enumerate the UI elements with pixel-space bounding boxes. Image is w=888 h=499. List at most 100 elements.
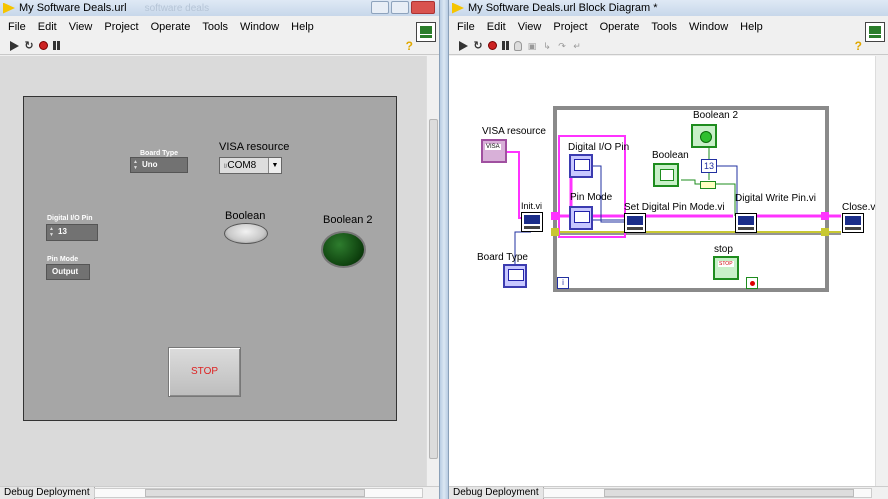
boolean2-terminal[interactable] (691, 124, 717, 148)
step-out-icon[interactable]: ↵ (573, 40, 581, 51)
front-hscroll-thumb[interactable] (145, 489, 365, 497)
pause-icon[interactable] (53, 41, 60, 50)
run-continuously-icon[interactable]: ↻ (473, 39, 483, 52)
diagram-help-icon[interactable]: ? (854, 39, 862, 53)
close-window-button[interactable] (411, 1, 435, 14)
labview-app-icon (3, 2, 15, 14)
bool-to-int-node[interactable] (700, 181, 716, 189)
diagram-horizontal-scrollbar[interactable] (543, 488, 872, 498)
menu-project[interactable]: Project (553, 21, 588, 33)
visa-resource-bd-label: VISA resource (482, 126, 546, 137)
run-arrow-icon[interactable] (10, 40, 19, 51)
menu-window[interactable]: Window (240, 21, 280, 33)
digital-write-pin-vi-node[interactable] (735, 213, 757, 233)
menu-view[interactable]: View (68, 21, 93, 33)
menu-file[interactable]: File (8, 21, 26, 33)
diagram-connector-pane-icon[interactable] (865, 22, 885, 42)
boolean2-label: Boolean 2 (323, 214, 373, 226)
block-diagram-canvas: i VISA resource Board Type Init.vi Digit… (449, 56, 878, 486)
menu-tools[interactable]: Tools (651, 21, 678, 33)
visa-prefix: I/ (224, 164, 228, 170)
loop-condition-terminal[interactable] (746, 277, 758, 289)
menu-operate[interactable]: Operate (150, 21, 191, 33)
retain-wire-values-icon[interactable]: ▣ (527, 40, 537, 51)
boolean-button[interactable] (224, 223, 268, 244)
selection-highlight (558, 135, 626, 238)
abort-icon[interactable] (39, 41, 48, 50)
init-vi-label: Init.vi (521, 201, 543, 211)
menu-edit[interactable]: Edit (486, 21, 506, 33)
front-scroll-thumb[interactable] (429, 119, 438, 459)
menu-edit[interactable]: Edit (37, 21, 57, 33)
menu-help[interactable]: Help (740, 21, 763, 33)
menu-window[interactable]: Window (689, 21, 729, 33)
pin-mode-ring[interactable]: Output (46, 264, 90, 280)
abort-icon[interactable] (488, 41, 497, 50)
visa-loop-tunnel-out[interactable] (821, 212, 829, 220)
pin-mode-terminal[interactable] (569, 206, 593, 230)
digital-io-pin-label: Digital I/O Pin (47, 215, 93, 222)
stop-button[interactable]: STOP (168, 347, 241, 397)
front-debug-tab[interactable]: Debug Deployment (0, 487, 95, 499)
board-type-label: Board Type (140, 150, 178, 157)
pin-mode-label: Pin Mode (47, 256, 79, 263)
front-horizontal-scrollbar[interactable] (94, 488, 423, 498)
wire-const-13[interactable] (717, 165, 738, 216)
digital-io-pin-bd-label: Digital I/O Pin (568, 142, 630, 153)
minimize-button[interactable] (371, 1, 389, 14)
front-window-title: My Software Deals.url (19, 2, 127, 14)
boolean-terminal[interactable] (653, 163, 679, 187)
wire-board-type[interactable] (514, 231, 531, 266)
step-over-icon[interactable]: ↷ (558, 40, 566, 51)
dropdown-arrow-icon[interactable]: ▼ (268, 158, 281, 173)
wire-digital-pin[interactable] (593, 165, 625, 223)
diagram-vertical-scrollbar[interactable] (875, 56, 888, 486)
run-arrow-icon[interactable] (459, 40, 468, 51)
boolean-bd-label: Boolean (652, 150, 689, 161)
while-loop-structure[interactable] (553, 106, 829, 292)
help-icon[interactable]: ? (405, 39, 413, 53)
visa-resource-control[interactable]: I/COM8 ▼ (219, 157, 282, 174)
board-type-bd-label: Board Type (477, 252, 528, 263)
visa-resource-terminal[interactable] (481, 139, 507, 163)
pin-mode-bd-label: Pin Mode (570, 192, 613, 203)
run-continuously-icon[interactable]: ↻ (24, 39, 34, 52)
error-loop-tunnel-out[interactable] (821, 228, 829, 236)
front-status-bar: Debug Deployment (0, 486, 439, 499)
front-vertical-scrollbar[interactable] (426, 56, 439, 486)
window-controls (371, 1, 435, 14)
diagram-hscroll-thumb[interactable] (604, 489, 854, 497)
board-type-terminal[interactable] (503, 264, 527, 288)
numeric-increment-icon[interactable]: ▲▼ (49, 226, 54, 238)
error-loop-tunnel-in[interactable] (551, 228, 559, 236)
stop-terminal[interactable] (713, 256, 739, 280)
maximize-button[interactable] (391, 1, 409, 14)
pause-icon[interactable] (502, 41, 509, 50)
menu-project[interactable]: Project (104, 21, 139, 33)
digital-write-vi-label: Digital Write Pin.vi (735, 193, 816, 204)
digital-io-pin-terminal[interactable] (569, 154, 593, 178)
set-digital-pin-mode-vi-node[interactable] (624, 213, 646, 233)
wire-boolean[interactable] (681, 179, 736, 216)
board-type-ring[interactable]: ▲▼ Uno (130, 157, 188, 173)
iteration-terminal[interactable]: i (557, 277, 569, 289)
menu-help[interactable]: Help (291, 21, 314, 33)
labview-diagram-icon (452, 2, 464, 14)
digital-io-pin-control[interactable]: ▲▼ 13 (46, 224, 98, 241)
diagram-toolbar: ↻ ▣ ↳ ↷ ↵ (449, 37, 888, 55)
ghost-title: software deals (144, 2, 210, 14)
visa-loop-tunnel-in[interactable] (551, 212, 559, 220)
numeric-constant-13[interactable]: 13 (701, 159, 717, 173)
menu-view[interactable]: View (517, 21, 542, 33)
diagram-window-title: My Software Deals.url Block Diagram * (468, 2, 658, 14)
menu-tools[interactable]: Tools (202, 21, 229, 33)
close-vi-node[interactable] (842, 213, 864, 233)
highlight-execution-icon[interactable] (514, 40, 522, 51)
menu-operate[interactable]: Operate (599, 21, 640, 33)
init-vi-node[interactable] (521, 212, 543, 232)
menu-file[interactable]: File (457, 21, 475, 33)
visa-resource-label: VISA resource (219, 141, 290, 153)
connector-pane-icon[interactable] (416, 22, 436, 42)
step-into-icon[interactable]: ↳ (543, 40, 551, 51)
diagram-debug-tab[interactable]: Debug Deployment (449, 487, 544, 499)
